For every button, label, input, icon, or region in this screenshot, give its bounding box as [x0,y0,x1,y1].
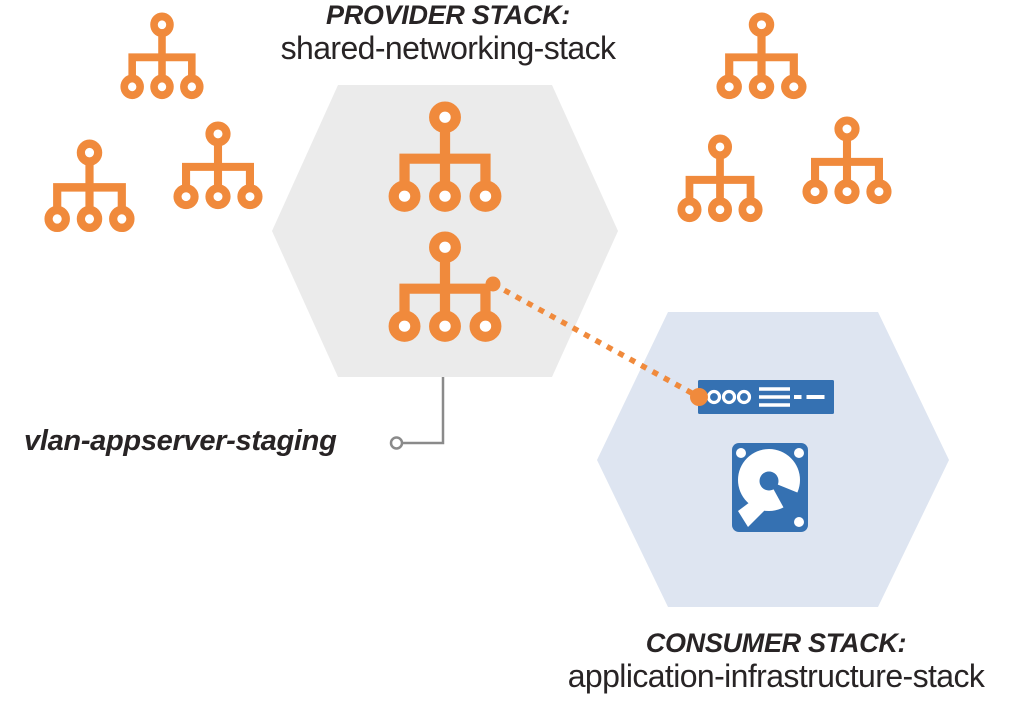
network-tree-icon [388,101,502,213]
network-switch-icon [698,380,834,414]
network-tree-icon [44,139,135,233]
consumer-stack-title: CONSUMER STACK: [645,628,907,658]
vlan-callout-line [403,377,445,445]
consumer-stack-title-block: CONSUMER STACK: application-infrastructu… [476,628,1025,694]
consumer-stack-name: application-infrastructure-stack [567,658,985,694]
network-tree-icon [388,231,502,343]
network-tree-icon [802,116,892,205]
network-tree-icon [677,134,763,223]
provider-stack-title: PROVIDER STACK: [325,0,570,30]
provider-stack-name: shared-networking-stack [280,30,616,66]
network-tree-icon [173,121,263,210]
vlan-callout-endpoint-circle [389,436,404,450]
provider-stack-title-block: PROVIDER STACK: shared-networking-stack [148,0,748,66]
hard-disk-icon [732,443,808,532]
peering-dotted-line [491,281,701,400]
vlan-label: vlan-appserver-staging [24,425,337,457]
